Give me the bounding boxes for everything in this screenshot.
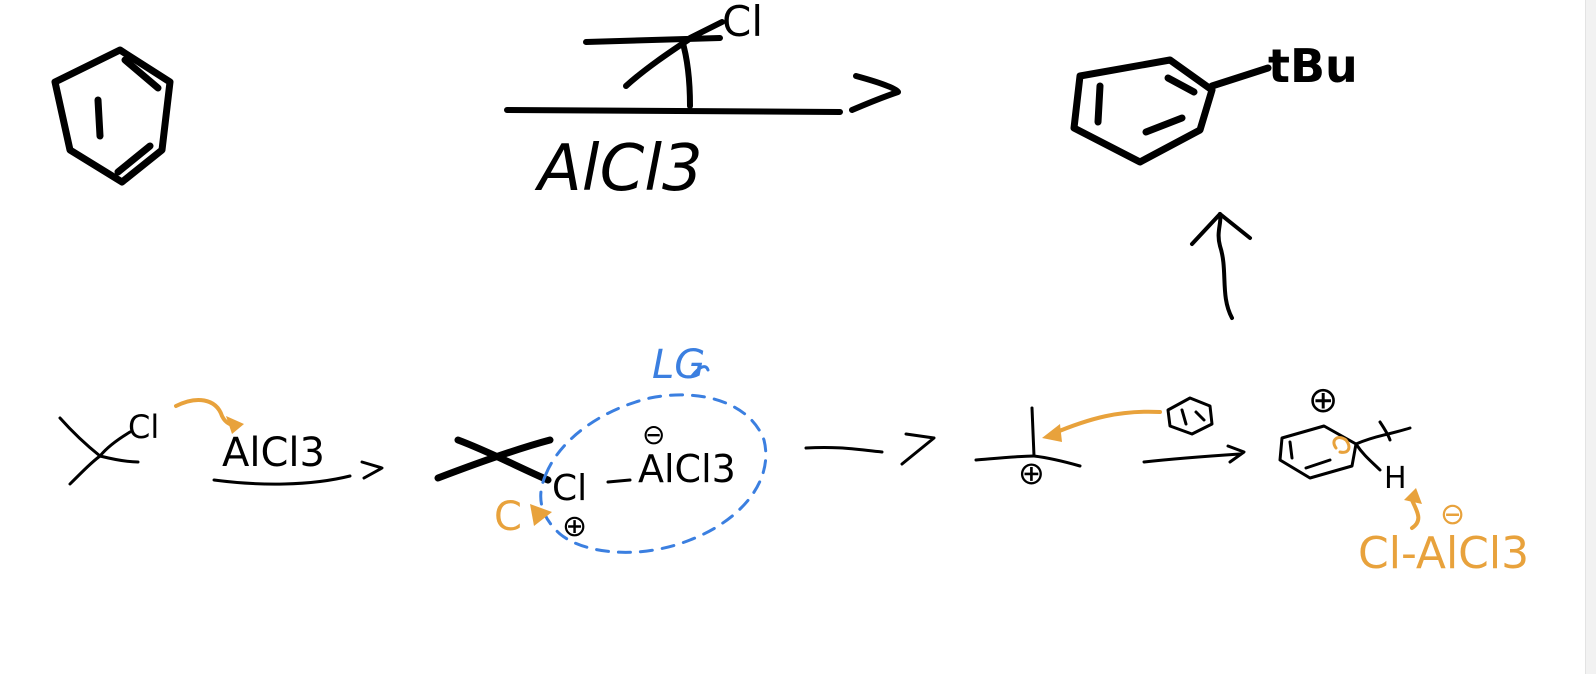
benzene-reactant bbox=[51, 46, 174, 186]
complex-minus-charge: ⊖ bbox=[642, 418, 665, 451]
step1-arrow bbox=[212, 460, 384, 486]
attacking-benzene bbox=[1166, 396, 1214, 436]
carbocation-charge: ⊕ bbox=[1018, 454, 1045, 492]
complex-plus-charge: ⊕ bbox=[562, 509, 587, 544]
deprotonation-arrow bbox=[1410, 498, 1421, 530]
product-tbu-label: tBu bbox=[1268, 39, 1358, 93]
complex-aluminum-label: AlCl3 bbox=[638, 447, 736, 491]
base-minus-charge: ⊖ bbox=[1440, 497, 1465, 532]
lewis-acid-label: AlCl3 bbox=[534, 132, 703, 206]
leaving-group-boundary bbox=[539, 393, 768, 554]
reaction-arrow-top bbox=[504, 73, 901, 115]
step1-lewis-acid-label: AlCl3 bbox=[222, 430, 325, 476]
deprotonation-arrowhead bbox=[1404, 488, 1422, 504]
leaving-group-label: LG bbox=[652, 342, 705, 388]
leaving-group-label-hook bbox=[690, 365, 710, 378]
reagent-chlorine-label: Cl bbox=[722, 0, 763, 46]
complex-cleavage-arrowhead bbox=[530, 504, 552, 526]
arenium-hydrogen-label: H bbox=[1384, 461, 1407, 496]
step1-chlorine-label: Cl bbox=[128, 408, 159, 446]
complex-cleavage-label: C bbox=[494, 494, 522, 540]
step1-electron-arrowhead bbox=[226, 416, 244, 434]
tert-butyl-chloride-reagent bbox=[583, 19, 725, 109]
tert-butylbenzene-product bbox=[1070, 56, 1272, 166]
arenium-ion bbox=[1278, 420, 1412, 480]
attack-electron-arrow bbox=[1050, 409, 1162, 436]
return-to-product-arrow bbox=[1190, 212, 1252, 320]
arenium-plus-charge: ⊕ bbox=[1308, 380, 1338, 421]
complex-bond bbox=[606, 478, 632, 484]
arenium-internal-arrow bbox=[1332, 436, 1351, 454]
step3-arrow bbox=[1142, 444, 1246, 464]
tert-butyl-chloride-skeletal bbox=[58, 416, 140, 486]
complex-chlorine-label: Cl bbox=[552, 468, 587, 509]
complex-tert-butyl bbox=[434, 436, 554, 484]
base-label: Cl-AlCl3 bbox=[1358, 528, 1529, 579]
vertical-scrollbar[interactable] bbox=[1585, 0, 1596, 674]
step2-arrow bbox=[804, 432, 936, 466]
tert-butyl-carbocation bbox=[974, 406, 1082, 468]
attack-electron-arrowhead bbox=[1042, 424, 1062, 442]
